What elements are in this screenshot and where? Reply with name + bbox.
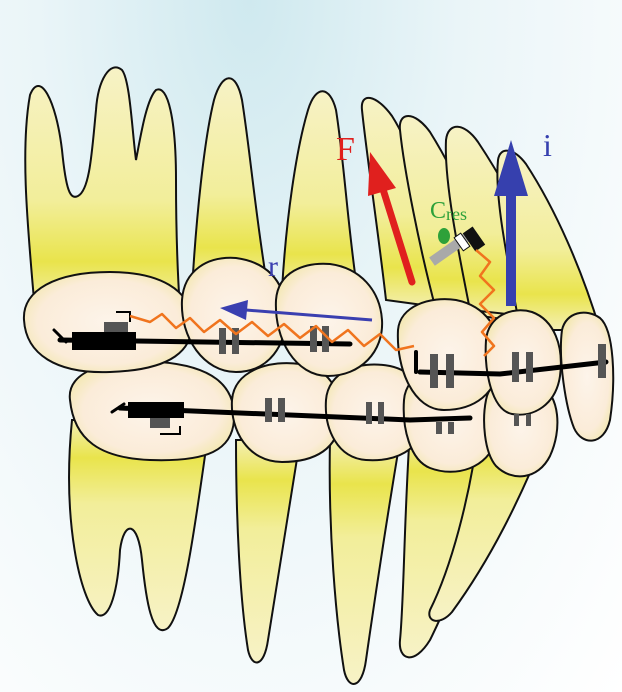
upper-molar-tube [72,332,136,350]
intrusion-label: i [543,127,552,163]
retraction-label: r [268,250,278,283]
lower-molar-tube [128,402,184,418]
upper-molar-tube-cap [104,322,128,332]
upper-central-bracket [598,344,606,378]
lower-premolar-2-root [236,440,300,662]
lower-premolar-1-root [330,440,400,684]
center-label-sub: res [446,204,467,224]
force-label: F [336,131,355,168]
center-label-base: C [430,198,446,224]
upper-lateral-crown [486,310,561,414]
center-of-resistance-marker [438,228,450,244]
lower-molar-tube-cap [150,418,170,428]
